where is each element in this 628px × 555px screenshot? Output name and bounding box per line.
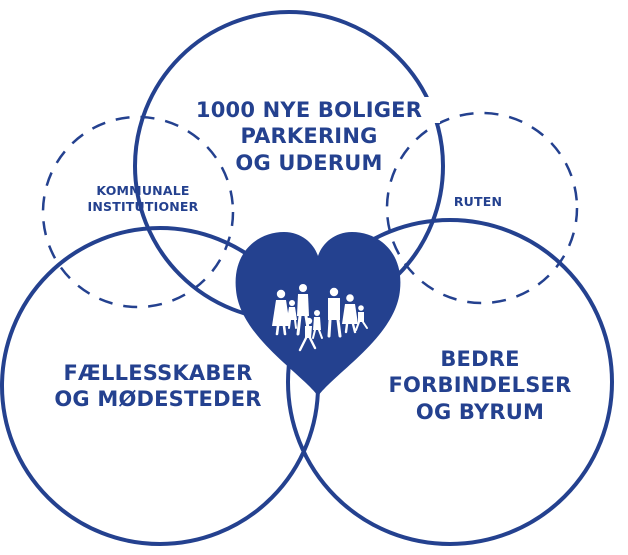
left-label-line-1: FÆLLESSKABER	[63, 361, 253, 385]
top-label-line-2: PARKERING	[240, 124, 378, 149]
left-circle-label: FÆLLESSKABER OG MØDESTEDER	[38, 360, 278, 413]
dashed-circle-kommunale	[41, 115, 235, 309]
dashed-circle-ruten	[385, 111, 579, 305]
right-label-line-1: BEDRE	[440, 347, 520, 371]
dashed-left-line-1: KOMMUNALE	[96, 183, 190, 198]
dashed-left-label: KOMMUNALE INSTITUTIONER	[68, 183, 218, 214]
top-label-line-1: 1000 NYE BOLIGER	[178, 97, 440, 124]
dashed-left-line-2: INSTITUTIONER	[87, 198, 199, 214]
dashed-right-line-1: RUTEN	[453, 194, 503, 209]
right-label-line-2: FORBINDELSER	[388, 373, 572, 398]
left-label-line-2: OG MØDESTEDER	[54, 387, 262, 412]
right-circle-label: BEDRE FORBINDELSER OG BYRUM	[370, 346, 590, 425]
right-label-line-3: OG BYRUM	[415, 399, 545, 424]
top-label-line-3: OG UDERUM	[235, 150, 383, 175]
family-icon	[272, 284, 368, 352]
top-circle-label: 1000 NYE BOLIGER PARKERING OG UDERUM	[178, 97, 440, 176]
dashed-right-label: RUTEN	[448, 194, 508, 210]
circle-right	[286, 218, 614, 546]
